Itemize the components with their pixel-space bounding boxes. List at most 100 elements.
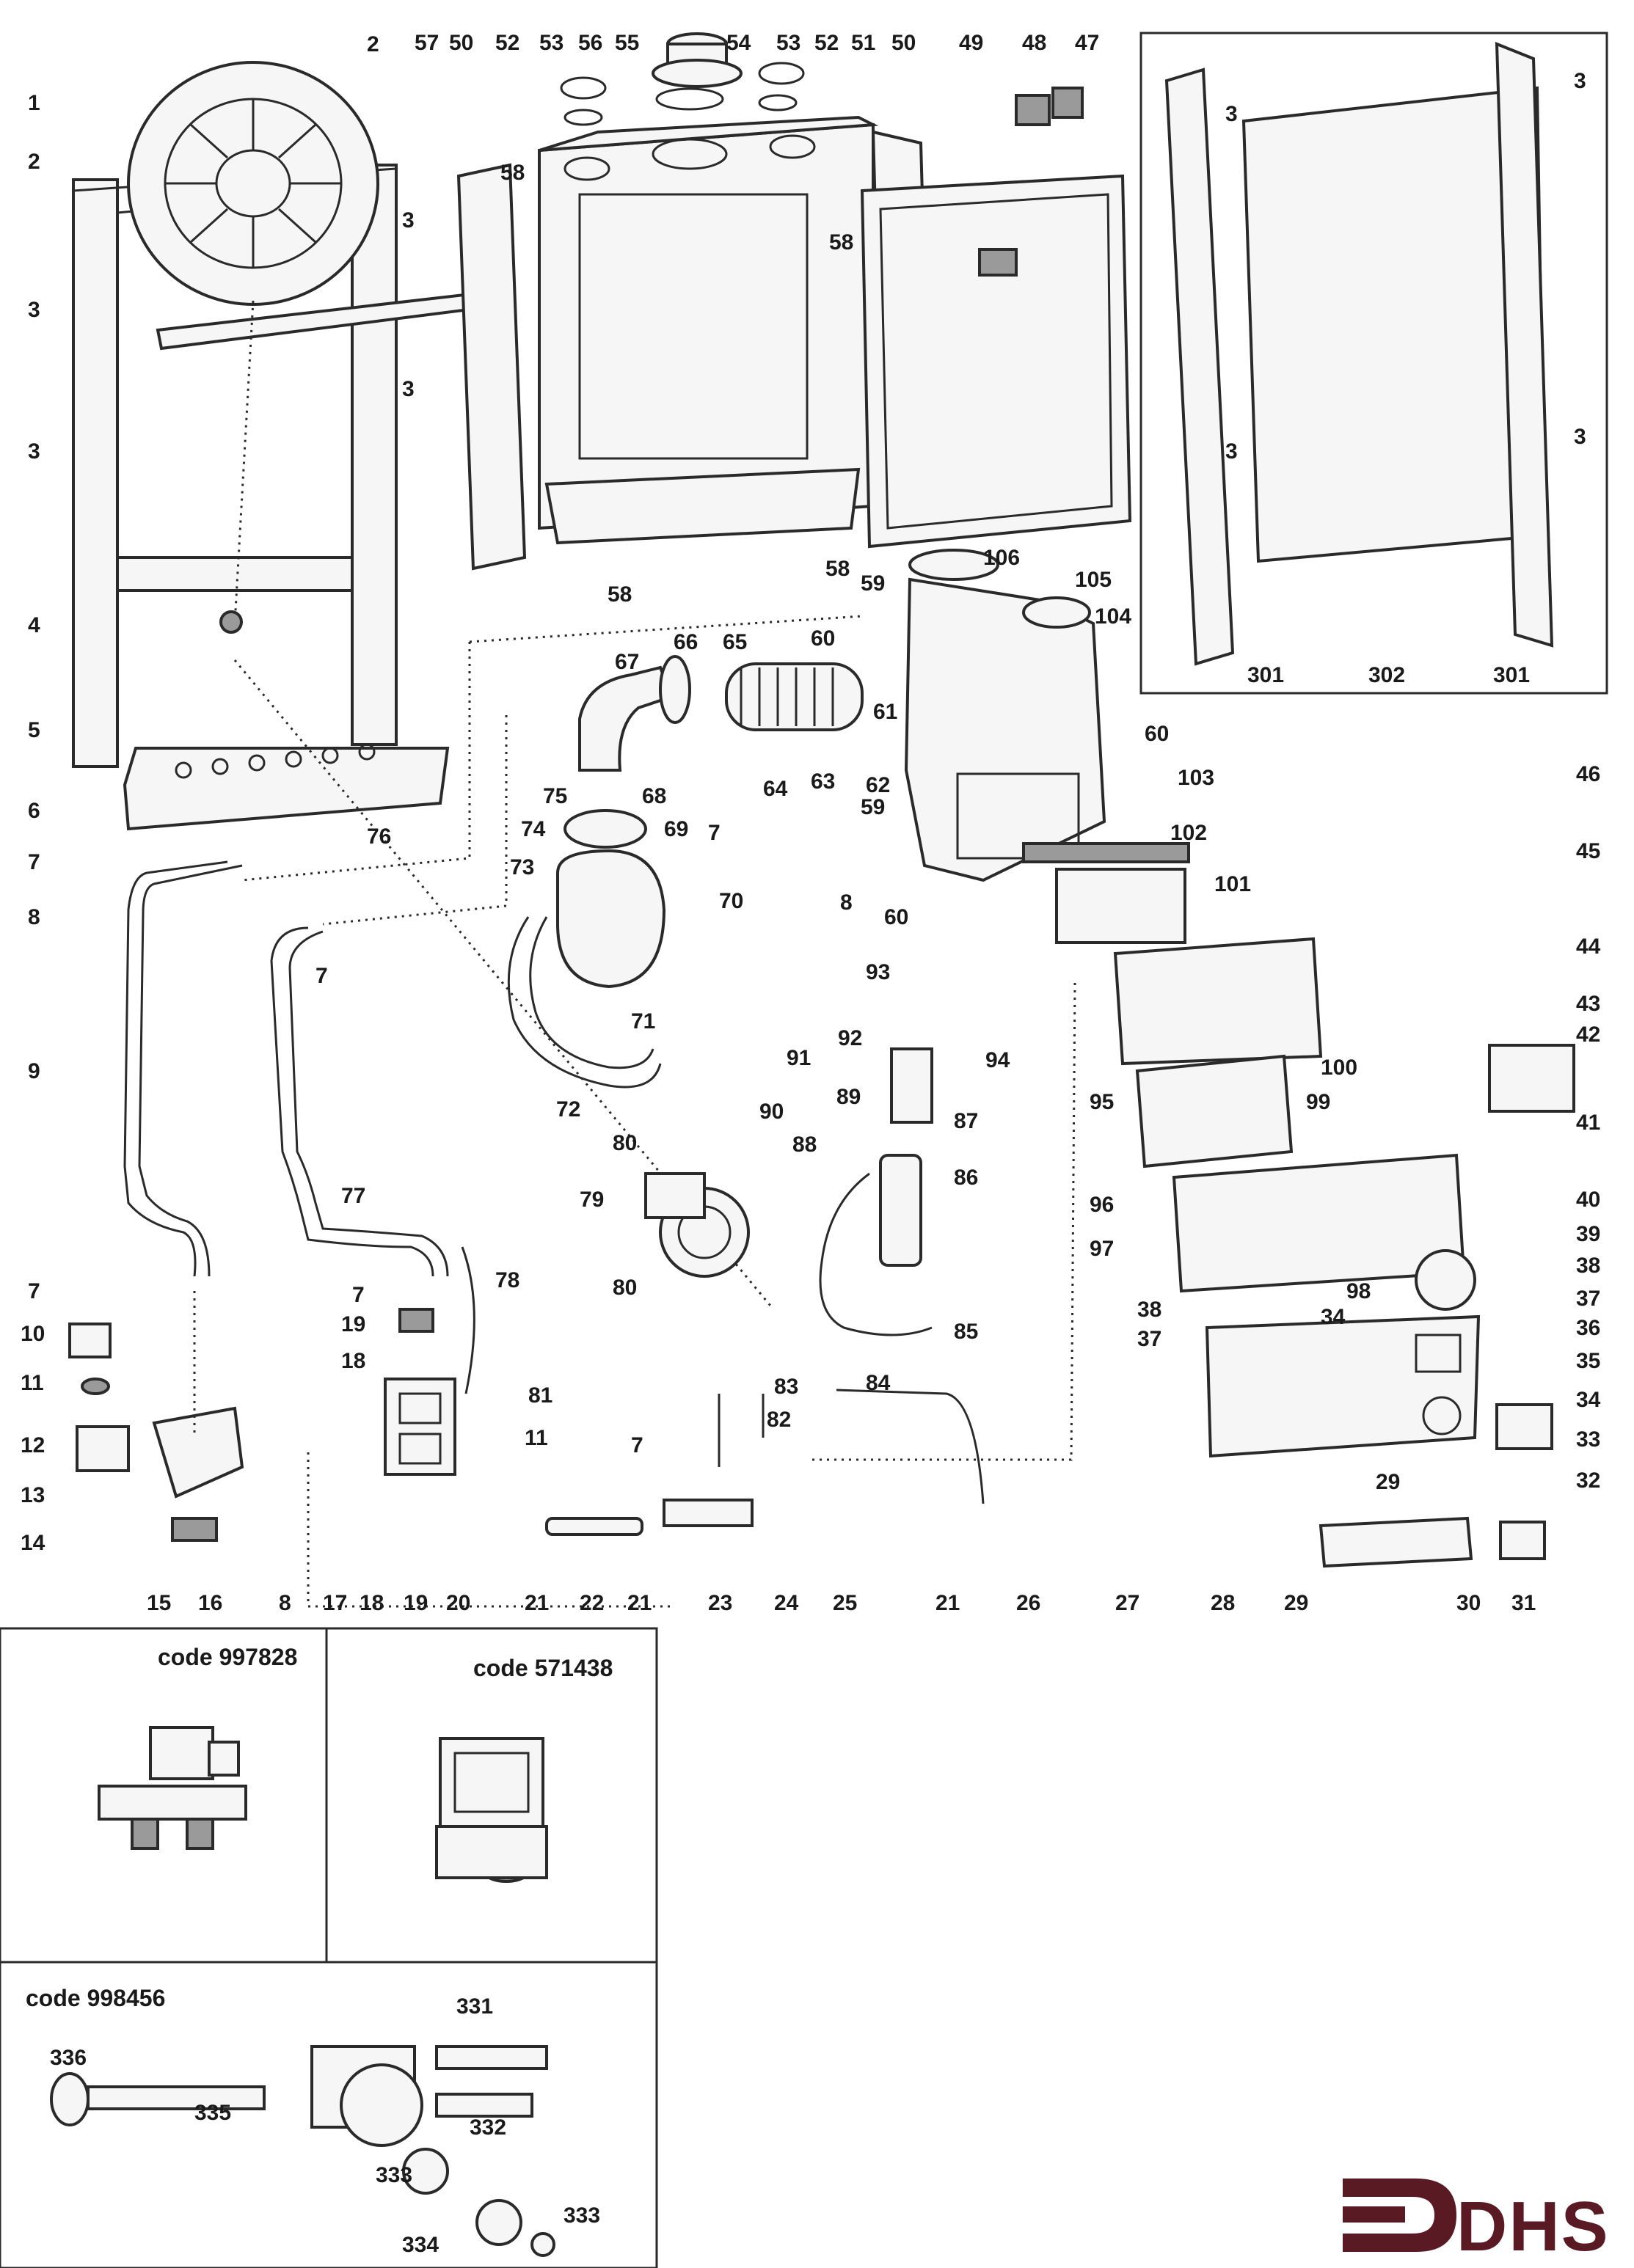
part-label: 21: [935, 1591, 960, 1615]
part-label: 50: [449, 31, 473, 55]
casing-kit-box: [1139, 32, 1608, 695]
part-label: 7: [316, 964, 328, 988]
part-label: 87: [954, 1109, 978, 1133]
part-label: 104: [1095, 604, 1131, 629]
flow-pipe: [138, 864, 243, 1277]
part-label: 43: [1576, 992, 1600, 1016]
part-label: 47: [1075, 31, 1099, 55]
part-label: 57: [415, 31, 439, 55]
part-label: 18: [341, 1349, 365, 1373]
part-label: 3: [402, 208, 415, 233]
part-label: 32: [1576, 1468, 1600, 1493]
side-panel-left: [456, 163, 527, 571]
flow-pipe: [123, 860, 228, 1277]
part-label: 66: [674, 630, 698, 654]
part-label: 301: [1493, 663, 1530, 687]
part-label: 84: [866, 1371, 891, 1395]
part-label: 103: [1178, 766, 1214, 790]
part-label: 95: [1090, 1090, 1114, 1114]
part-label: 334: [402, 2233, 439, 2257]
part-label: 41: [1576, 1111, 1600, 1135]
part-label: 98: [1346, 1279, 1371, 1303]
return-pipe: [288, 930, 449, 1277]
part-label: 90: [759, 1100, 784, 1124]
kit-code-diverter-valve: code 997828: [158, 1644, 297, 1670]
chassis-frame: [72, 164, 450, 831]
fan-elbow: [578, 655, 691, 772]
part-label: 39: [1576, 1222, 1600, 1246]
kit-code-gas-valve: code 571438: [473, 1655, 613, 1681]
flue-adaptor: [560, 32, 805, 126]
part-label: 65: [723, 630, 747, 654]
part-label: 54: [726, 31, 751, 55]
part-label: 37: [1576, 1287, 1600, 1311]
leader-line: [811, 982, 1076, 1461]
part-label: 34: [1576, 1388, 1601, 1412]
part-label: 27: [1115, 1591, 1139, 1615]
part-label: 49: [959, 31, 983, 55]
part-label: 8: [28, 905, 40, 929]
part-label: 16: [198, 1591, 222, 1615]
part-label: 71: [631, 1009, 655, 1034]
part-label: 331: [456, 1994, 493, 2019]
part-label: 59: [861, 571, 885, 596]
dhs-logo: DHS: [1343, 2179, 1610, 2266]
part-label: 69: [664, 817, 688, 841]
dhs-logo-text: DHS: [1456, 2187, 1610, 2266]
part-label: 7: [708, 821, 721, 845]
part-label: 58: [825, 557, 850, 581]
part-label: 60: [811, 626, 835, 651]
part-label: 3: [28, 439, 40, 464]
fan-unit: [507, 809, 666, 1089]
part-label: 17: [323, 1591, 347, 1615]
part-label: 73: [510, 855, 534, 879]
part-label: 302: [1368, 663, 1405, 687]
part-label: 55: [615, 31, 639, 55]
part-label: 19: [341, 1312, 365, 1336]
part-label: 85: [954, 1320, 978, 1344]
part-label: 60: [1145, 722, 1169, 746]
part-label: 33: [1576, 1427, 1600, 1452]
part-label: 46: [1576, 762, 1600, 786]
part-label: 59: [861, 795, 885, 819]
part-label: 23: [708, 1591, 732, 1615]
part-label: 60: [884, 905, 908, 929]
bottom-pipework: [461, 1246, 985, 1536]
part-label: 7: [352, 1283, 365, 1307]
part-label: 94: [985, 1048, 1010, 1072]
vessel-bracket: [156, 291, 483, 351]
part-label: 28: [1211, 1591, 1235, 1615]
drain-nut: [219, 610, 243, 634]
part-label: 5: [28, 718, 40, 742]
part-label: 12: [21, 1433, 45, 1457]
part-label: 38: [1576, 1254, 1600, 1278]
expansion-vessel: [127, 61, 379, 306]
part-label: 75: [543, 784, 567, 808]
part-label: 3: [28, 298, 40, 322]
part-label: 3: [1225, 102, 1238, 126]
part-label: 7: [28, 850, 40, 874]
part-label: 83: [774, 1375, 798, 1399]
front-panel: [860, 87, 1132, 549]
part-label: 19: [404, 1591, 428, 1615]
part-label: 61: [873, 700, 897, 724]
part-label: 18: [360, 1591, 384, 1615]
part-label: 6: [28, 799, 40, 823]
part-label: 58: [829, 230, 853, 255]
kit-code-hydraulic-group: code 998456: [26, 1985, 165, 2011]
part-label: 21: [627, 1591, 652, 1615]
part-label: 9: [28, 1059, 40, 1083]
part-label: 88: [792, 1133, 817, 1157]
part-label: 68: [642, 784, 666, 808]
part-label: 3: [1225, 439, 1238, 464]
part-label: 97: [1090, 1237, 1114, 1261]
part-label: 3: [1574, 425, 1586, 449]
part-labels: 1 2 2 3 3 3 3 3 3 3 3 4 5 6 7 7 7 7 7 7 …: [21, 31, 1601, 2257]
part-label: 2: [28, 150, 40, 174]
condensate-siphon: [819, 1047, 933, 1336]
kit-codes: code 997828 code 571438 code 998456: [26, 1644, 613, 2011]
part-label: 4: [28, 613, 40, 637]
part-label: 22: [580, 1591, 604, 1615]
dhs-logo-bar: [1343, 2206, 1405, 2223]
part-label: 13: [21, 1483, 45, 1507]
